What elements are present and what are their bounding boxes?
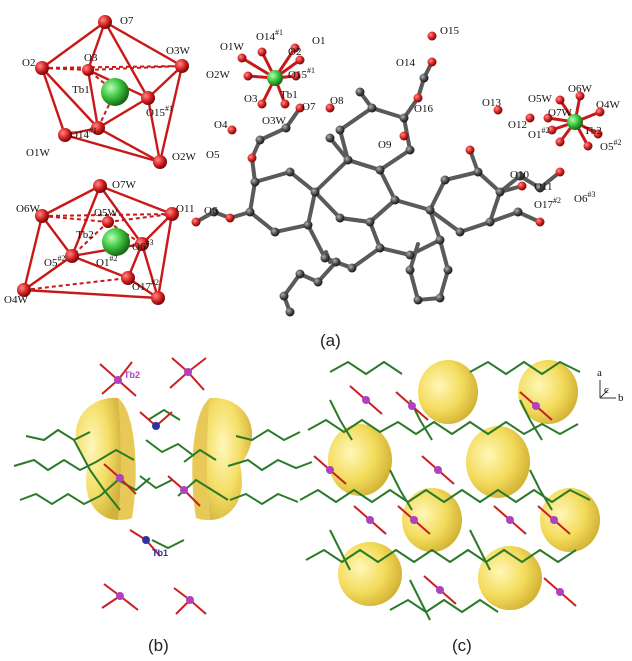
label-o2: O2 [22,57,35,69]
panel-b-oxygen-links [99,357,207,615]
panel-c-axis-indicator [599,380,616,399]
mol-label-tb1: Tb1 [280,89,298,101]
mol-label-o2w: O2W [206,69,230,81]
panel-b-packing: Tb2 Tb1 [13,357,313,615]
panel-c-packing: a b c [299,360,624,621]
mol-label-o5w: O5W [528,93,552,105]
label-o7: O7 [120,15,134,27]
label-o2w: O2W [172,151,196,163]
mol-label-o7w: O7W [548,107,572,119]
tb2-atom [102,228,130,256]
tb1-atom [101,78,129,106]
mol-label-o17-2: O17#2 [534,196,561,211]
label-o15: O15#1 [146,104,173,119]
axis-label-a: a [597,367,602,379]
molecule-structure: O1W O14#1 O2 O1 O2W O15#1 Tb1 O3 O7 O8 O… [191,25,621,317]
mol-label-o5-2: O5#2 [600,138,621,153]
mol-label-o6w: O6W [568,83,592,95]
molecule-oxygen-atoms [191,31,605,227]
carbon-atoms [209,73,545,317]
mol-label-o1: O1 [312,35,325,47]
mol-label-o6-3: O6#3 [574,190,595,205]
tb1-coordination-polyhedron: O7 O2 O3 O3W Tb1 O15#1 O14#1 O1W O2W [22,15,196,169]
mol-label-o9: O9 [378,139,392,151]
mol-label-o4: O4 [214,119,228,131]
mol-label-o14: O14#1 [256,28,283,43]
polyhedron2-oxygen-atoms [17,179,179,305]
axis-label-c: c [604,384,609,396]
tb2-molecule-atom [567,114,583,130]
panel-b-label-tb1: Tb1 [152,548,168,558]
label-o6w: O6W [16,203,40,215]
panel-b-tb-atoms [114,368,194,604]
caption-a: (a) [320,331,341,350]
panel-b-framework [13,408,313,550]
panel-c-voids [328,360,600,610]
label-o1-2: O1#2 [96,254,117,269]
label-o1w: O1W [26,147,50,159]
label-o3: O3 [84,52,98,64]
mol-label-o13: O13 [482,97,501,109]
mol-label-o15: O15#1 [288,66,315,81]
label-o5-2: O5#2 [44,254,65,269]
mol-label-o15-top: O15 [440,25,459,37]
label-o3w: O3W [166,45,190,57]
label-o11: O11 [176,203,195,215]
panel-b-label-tb2: Tb2 [124,370,140,380]
mol-label-o5: O5 [206,149,220,161]
label-o5w: O5W [94,207,118,219]
mol-label-o7: O7 [302,101,316,113]
caption-c: (c) [452,636,472,655]
label-o14: O14#1 [70,126,97,141]
label-o4w: O4W [4,294,28,306]
mol-label-o1-2: O1#2 [528,126,549,141]
mol-label-o3: O3 [244,93,258,105]
axis-label-b: b [618,392,624,404]
polyhedron2-dashed-edges [23,213,173,291]
label-tb1-poly: Tb1 [72,84,90,96]
label-o6-3: O6#3 [132,238,153,253]
mol-label-o10: O10 [510,169,529,181]
label-o7w: O7W [112,179,136,191]
mol-label-o14-top: O14 [396,57,415,69]
caption-b: (b) [148,636,169,655]
label-tb2-poly: Tb2 [76,229,94,241]
polyhedron1-oxygen-atoms [35,15,189,169]
mol-label-o6: O6 [204,205,218,217]
mol-label-o11: O11 [534,181,553,193]
mol-label-tb2: Tb2 [584,125,602,137]
panel-c-framework [299,360,591,621]
label-o17-2: O17#2 [132,278,159,293]
mol-label-o8: O8 [330,95,344,107]
mol-label-o3w: O3W [262,115,286,127]
tb1-molecule-atom [267,70,283,86]
tb2-coordination-polyhedron: O7W O6W O5W O11 Tb2 O6#3 O5#2 O1#2 O17#2… [4,179,195,306]
mol-label-o12: O12 [508,119,527,131]
mol-label-o4w: O4W [596,99,620,111]
mol-label-o1w: O1W [220,41,244,53]
panel-b-voids [75,397,253,520]
mol-label-o2: O2 [288,46,301,58]
mol-label-o16: O16 [414,103,433,115]
panel-c-tb-atoms [326,396,564,596]
